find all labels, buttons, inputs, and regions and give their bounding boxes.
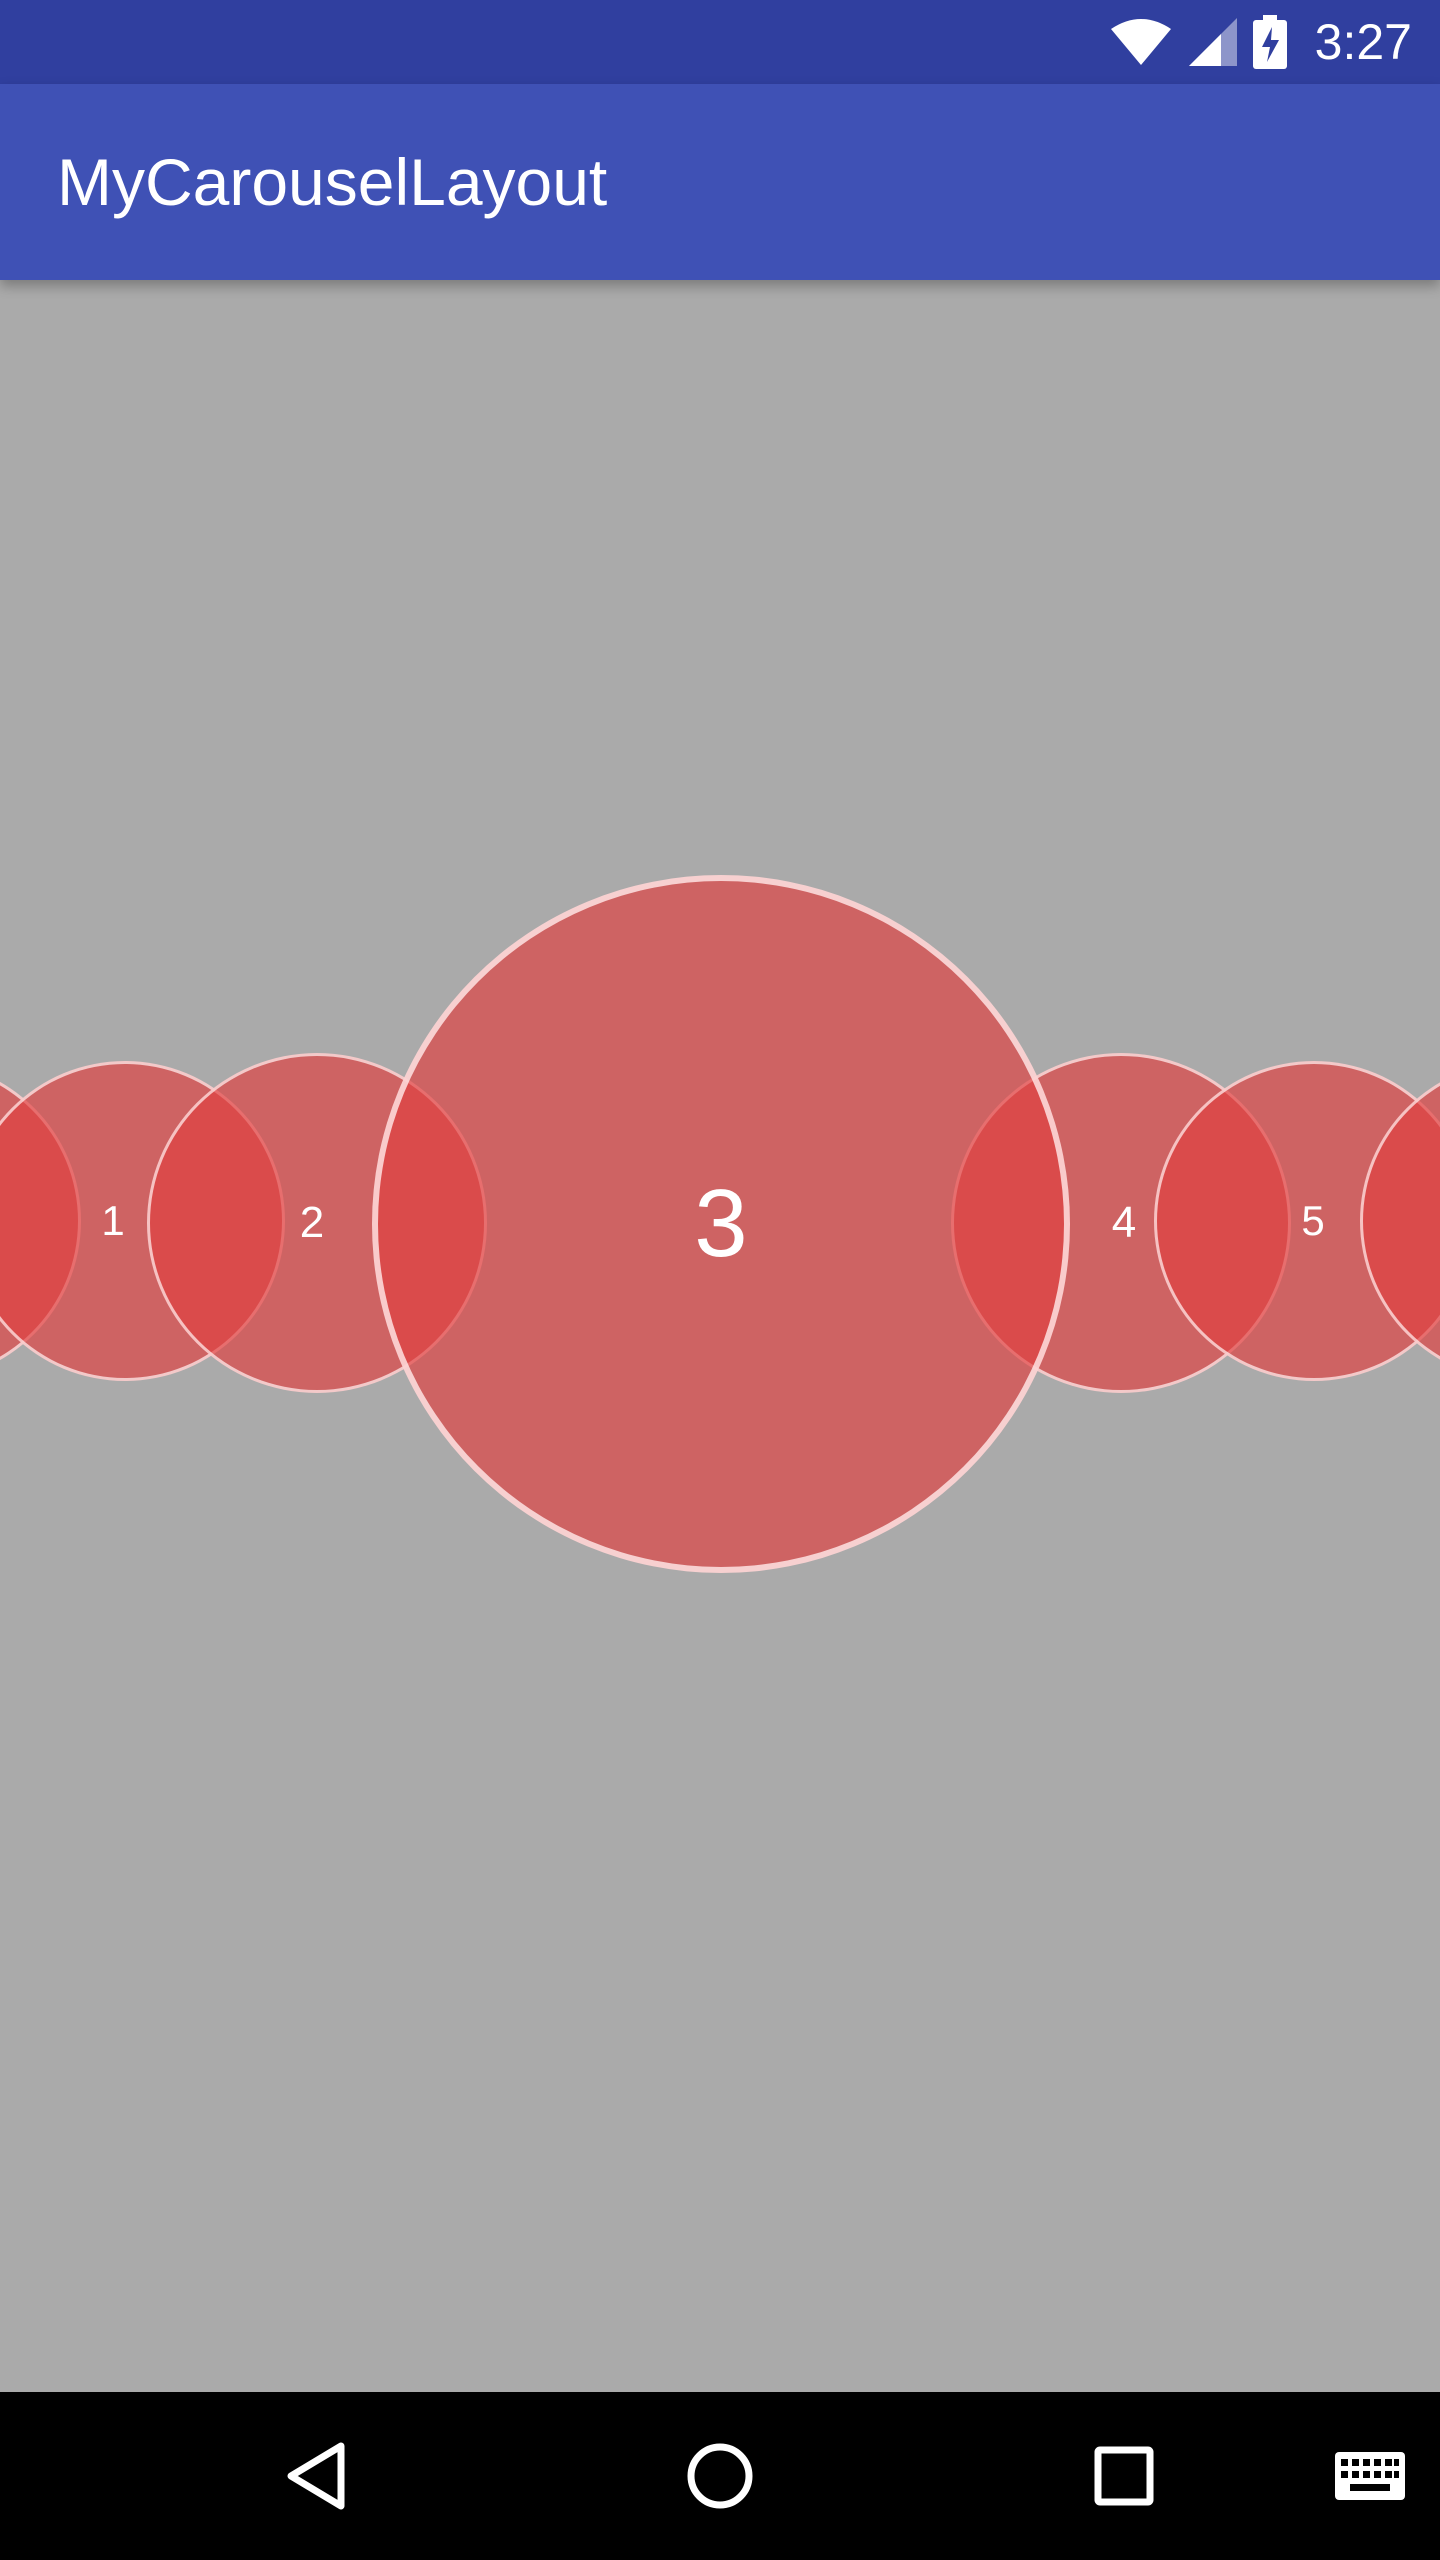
status-bar: 3:27 [0, 0, 1440, 84]
wifi-icon [1109, 17, 1173, 67]
carousel[interactable]: 1 2 4 5 3 [0, 280, 1440, 2392]
recents-button[interactable] [1074, 2392, 1174, 2560]
keyboard-button[interactable] [1320, 2392, 1420, 2560]
carousel-item-selected[interactable]: 3 [372, 875, 1070, 1573]
home-button[interactable] [670, 2392, 770, 2560]
app-bar: MyCarouselLayout [0, 84, 1440, 280]
cell-signal-icon [1187, 16, 1239, 68]
recents-icon [1094, 2446, 1154, 2506]
keyboard-icon [1335, 2452, 1405, 2500]
app-title: MyCarouselLayout [57, 145, 608, 219]
status-time: 3:27 [1314, 14, 1412, 70]
carousel-item-label: 3 [694, 1170, 748, 1277]
carousel-item-label: 4 [1111, 1198, 1137, 1247]
battery-charging-icon [1252, 15, 1287, 69]
back-icon [287, 2442, 345, 2510]
status-icons: 3:27 [1109, 0, 1412, 84]
carousel-item-label: 2 [299, 1198, 325, 1247]
navigation-bar [0, 2392, 1440, 2560]
carousel-item-label: 1 [101, 1197, 125, 1244]
back-button[interactable] [266, 2392, 366, 2560]
carousel-item-label: 5 [1301, 1197, 1325, 1244]
home-icon [687, 2443, 753, 2509]
